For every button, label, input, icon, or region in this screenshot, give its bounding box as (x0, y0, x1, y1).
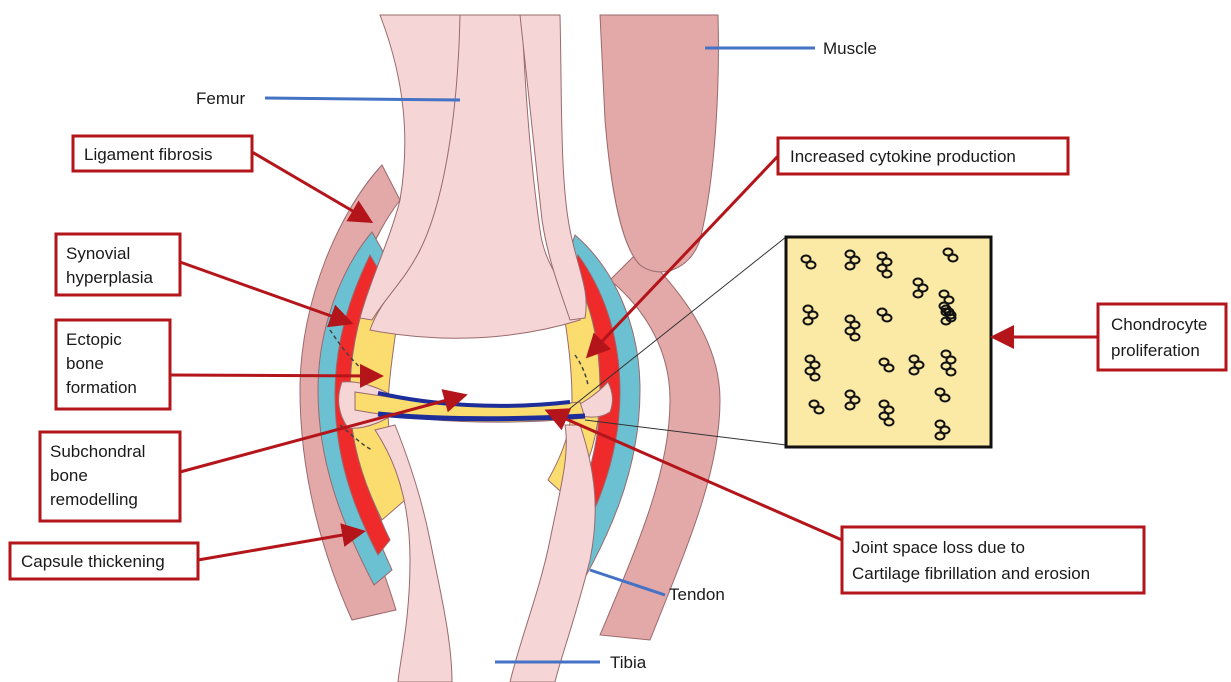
muscle-belly (600, 15, 718, 272)
svg-text:proliferation: proliferation (1111, 341, 1200, 360)
svg-text:Increased cytokine production: Increased cytokine production (790, 147, 1016, 166)
femur-label: Femur (196, 89, 245, 108)
svg-text:bone: bone (50, 466, 88, 485)
subchondral-bone-remodelling-callout: Subchondral bone remodelling (40, 432, 180, 521)
muscle-label: Muscle (823, 39, 877, 58)
ligament-fibrosis-callout: Ligament fibrosis (73, 136, 252, 171)
femur-pointer (265, 98, 460, 100)
synovial-hyperplasia-callout: Synovial hyperplasia (56, 234, 180, 295)
svg-text:Joint space loss due to: Joint space loss due to (852, 538, 1025, 557)
tibia-label: Tibia (610, 653, 647, 672)
svg-text:Cartilage fibrillation and ero: Cartilage fibrillation and erosion (852, 564, 1090, 583)
chondrocyte-proliferation-callout: Chondrocyte proliferation (1098, 304, 1226, 370)
svg-text:formation: formation (66, 378, 137, 397)
increased-cytokine-callout: Increased cytokine production (778, 138, 1068, 174)
tibia-right-shaft (510, 425, 595, 682)
svg-text:Chondrocyte: Chondrocyte (1111, 315, 1207, 334)
svg-text:Ligament fibrosis: Ligament fibrosis (84, 145, 213, 164)
svg-text:bone: bone (66, 354, 104, 373)
joint-space-loss-callout: Joint space loss due to Cartilage fibril… (842, 527, 1144, 593)
svg-text:hyperplasia: hyperplasia (66, 268, 153, 287)
ligament-fibrosis-arrow (252, 152, 368, 220)
svg-text:Capsule thickening: Capsule thickening (21, 552, 165, 571)
svg-text:remodelling: remodelling (50, 490, 138, 509)
capsule-thickening-callout: Capsule thickening (10, 543, 198, 579)
svg-text:Synovial: Synovial (66, 244, 130, 263)
tendon-label: Tendon (669, 585, 725, 604)
svg-text:Subchondral: Subchondral (50, 442, 145, 461)
svg-text:Ectopic: Ectopic (66, 330, 122, 349)
ectopic-bone-arrow (170, 375, 378, 376)
ectopic-bone-formation-callout: Ectopic bone formation (56, 320, 170, 409)
